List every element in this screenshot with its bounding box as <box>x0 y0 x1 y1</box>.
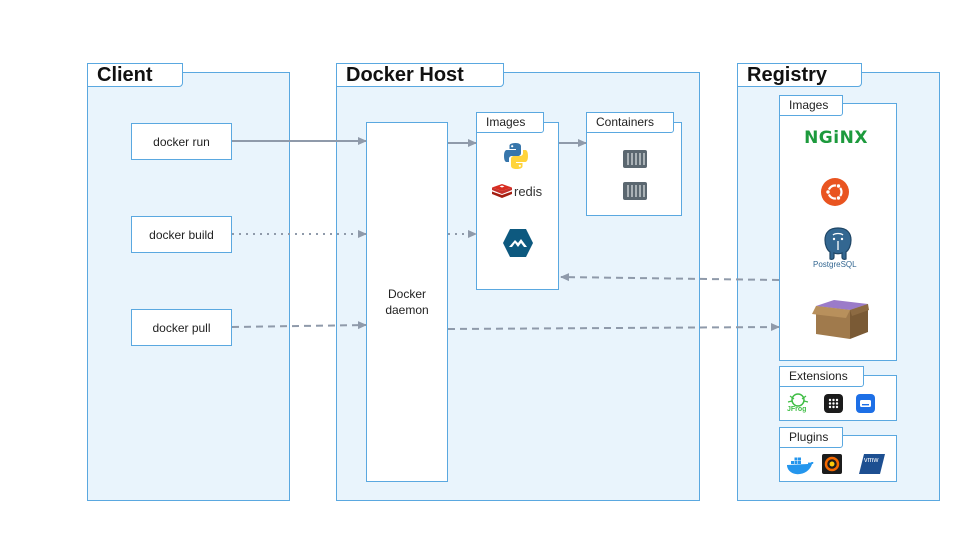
drive-icon <box>856 394 875 413</box>
ubuntu-logo-icon <box>821 178 849 206</box>
redis-text: redis <box>514 184 543 199</box>
registry-images-label: Images <box>779 95 843 116</box>
registry-extensions-label: Extensions <box>779 366 864 387</box>
cardboard-box-icon <box>812 300 869 339</box>
docker-run-command: docker run <box>131 123 232 160</box>
docker-build-command: docker build <box>131 216 232 253</box>
vmware-text: vmw <box>864 457 879 464</box>
docker-pull-command: docker pull <box>131 309 232 346</box>
postgresql-elephant-icon <box>824 227 852 260</box>
daemon-label-line2: daemon <box>385 303 429 317</box>
host-images-label: Images <box>476 112 544 133</box>
postgres-text: PostgreSQL <box>813 260 857 269</box>
host-containers-label: Containers <box>586 112 674 133</box>
redis-logo-icon <box>492 184 512 198</box>
docker-daemon: Docker daemon <box>366 122 448 482</box>
registry-title: Registry <box>737 63 862 87</box>
container-icon <box>623 182 647 200</box>
docker-host-title: Docker Host <box>336 63 504 87</box>
registry-to-images-arrow <box>560 273 780 282</box>
nginx-logo-icon: NGiNX <box>804 128 868 148</box>
client-title: Client <box>87 63 183 87</box>
host-containers-panel <box>586 122 682 216</box>
container-icon <box>623 150 647 168</box>
vmware-logo-icon <box>859 454 885 474</box>
grafana-logo-icon <box>822 454 842 474</box>
jfrog-logo-icon <box>787 393 809 407</box>
pull-arrow <box>231 321 367 330</box>
registry-plugins-label: Plugins <box>779 427 843 448</box>
alpine-logo-icon <box>503 229 533 257</box>
daemon-to-registry-arrow <box>447 323 780 332</box>
docker-whale-icon <box>787 457 814 475</box>
grid-app-icon <box>824 394 843 413</box>
daemon-label-line1: Docker <box>387 287 426 301</box>
jfrog-text: JFrog <box>787 406 807 413</box>
python-logo-icon <box>504 143 528 169</box>
